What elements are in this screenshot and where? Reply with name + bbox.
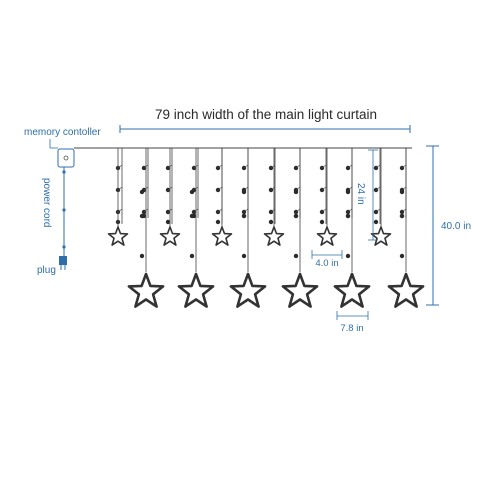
big-star-icon — [229, 272, 267, 308]
bulb — [241, 189, 247, 195]
bulb — [399, 189, 405, 195]
bulb-stem — [243, 208, 249, 213]
small-star-icon — [316, 226, 338, 246]
bulb-stem — [321, 208, 327, 213]
bulb-stem — [347, 208, 353, 213]
bulb — [345, 189, 351, 195]
bulb — [139, 213, 145, 219]
plug-label: plug — [37, 265, 56, 276]
big-star-icon — [127, 272, 165, 308]
power-cord-label: power cord — [41, 178, 52, 227]
bulb — [268, 219, 274, 225]
bulb — [399, 253, 405, 259]
width-title: 79 inch width of the main light curtain — [155, 107, 377, 122]
small-star-icon — [263, 226, 285, 246]
bulb-stem — [401, 164, 407, 169]
bulb-stem — [117, 208, 123, 213]
bulb — [189, 253, 195, 259]
bulb-stem — [243, 164, 249, 169]
height-dimension — [426, 145, 439, 306]
bulb — [345, 213, 351, 219]
bulb — [293, 213, 299, 219]
bulb-stem — [217, 164, 223, 169]
bulb — [345, 253, 351, 259]
small-star-icon — [370, 226, 392, 246]
bulb-stem — [295, 164, 301, 169]
bulb-stem — [117, 164, 123, 169]
width-dimension — [119, 125, 411, 133]
bulb-stem — [217, 186, 223, 191]
bulb-stem — [295, 186, 301, 191]
bulb — [399, 213, 405, 219]
bulb-stem — [321, 186, 327, 191]
bulb — [215, 219, 221, 225]
bulb-stem — [243, 186, 249, 191]
small-star-dimension — [311, 250, 343, 259]
big-star-width-label: 7.8 in — [340, 323, 363, 334]
bulb-stem — [295, 208, 301, 213]
bulb — [373, 219, 379, 225]
bulb-stem — [321, 164, 327, 169]
strand-height-label: 24 in — [355, 183, 366, 205]
bulb — [319, 219, 325, 225]
small-star-width-label: 4.0 in — [315, 258, 338, 269]
bulb-stem — [117, 186, 123, 191]
big-star-icon — [281, 272, 319, 308]
light-strands — [107, 148, 425, 308]
bulb-stem — [347, 164, 353, 169]
controller-label: memory contoller — [24, 127, 101, 138]
small-star-icon — [107, 226, 129, 246]
controller-leader — [49, 139, 58, 149]
big-star-icon — [333, 272, 371, 308]
bulb-stem — [347, 186, 353, 191]
bulb-stem — [375, 186, 381, 191]
bulb — [241, 253, 247, 259]
bulb-stem — [401, 208, 407, 213]
bulb — [139, 189, 145, 195]
controller-box-icon — [57, 148, 75, 168]
plug-icon — [59, 256, 67, 270]
big-star-icon — [177, 272, 215, 308]
bulb — [139, 253, 145, 259]
power-cord — [62, 167, 66, 258]
bulb-stem — [401, 186, 407, 191]
small-star-icon — [211, 226, 233, 246]
strand-dimension — [368, 149, 378, 241]
bulb — [189, 189, 195, 195]
bulb — [241, 213, 247, 219]
bulb-stem — [217, 208, 223, 213]
bulb-stem — [375, 164, 381, 169]
big-star-dimension — [336, 311, 369, 320]
big-star-icon — [387, 272, 425, 308]
bulb — [293, 253, 299, 259]
bulb-stem — [375, 208, 381, 213]
bulb — [293, 189, 299, 195]
bulb — [165, 219, 171, 225]
bulb — [189, 213, 195, 219]
small-star-icon — [159, 226, 181, 246]
height-total-label: 40.0 in — [441, 221, 471, 232]
